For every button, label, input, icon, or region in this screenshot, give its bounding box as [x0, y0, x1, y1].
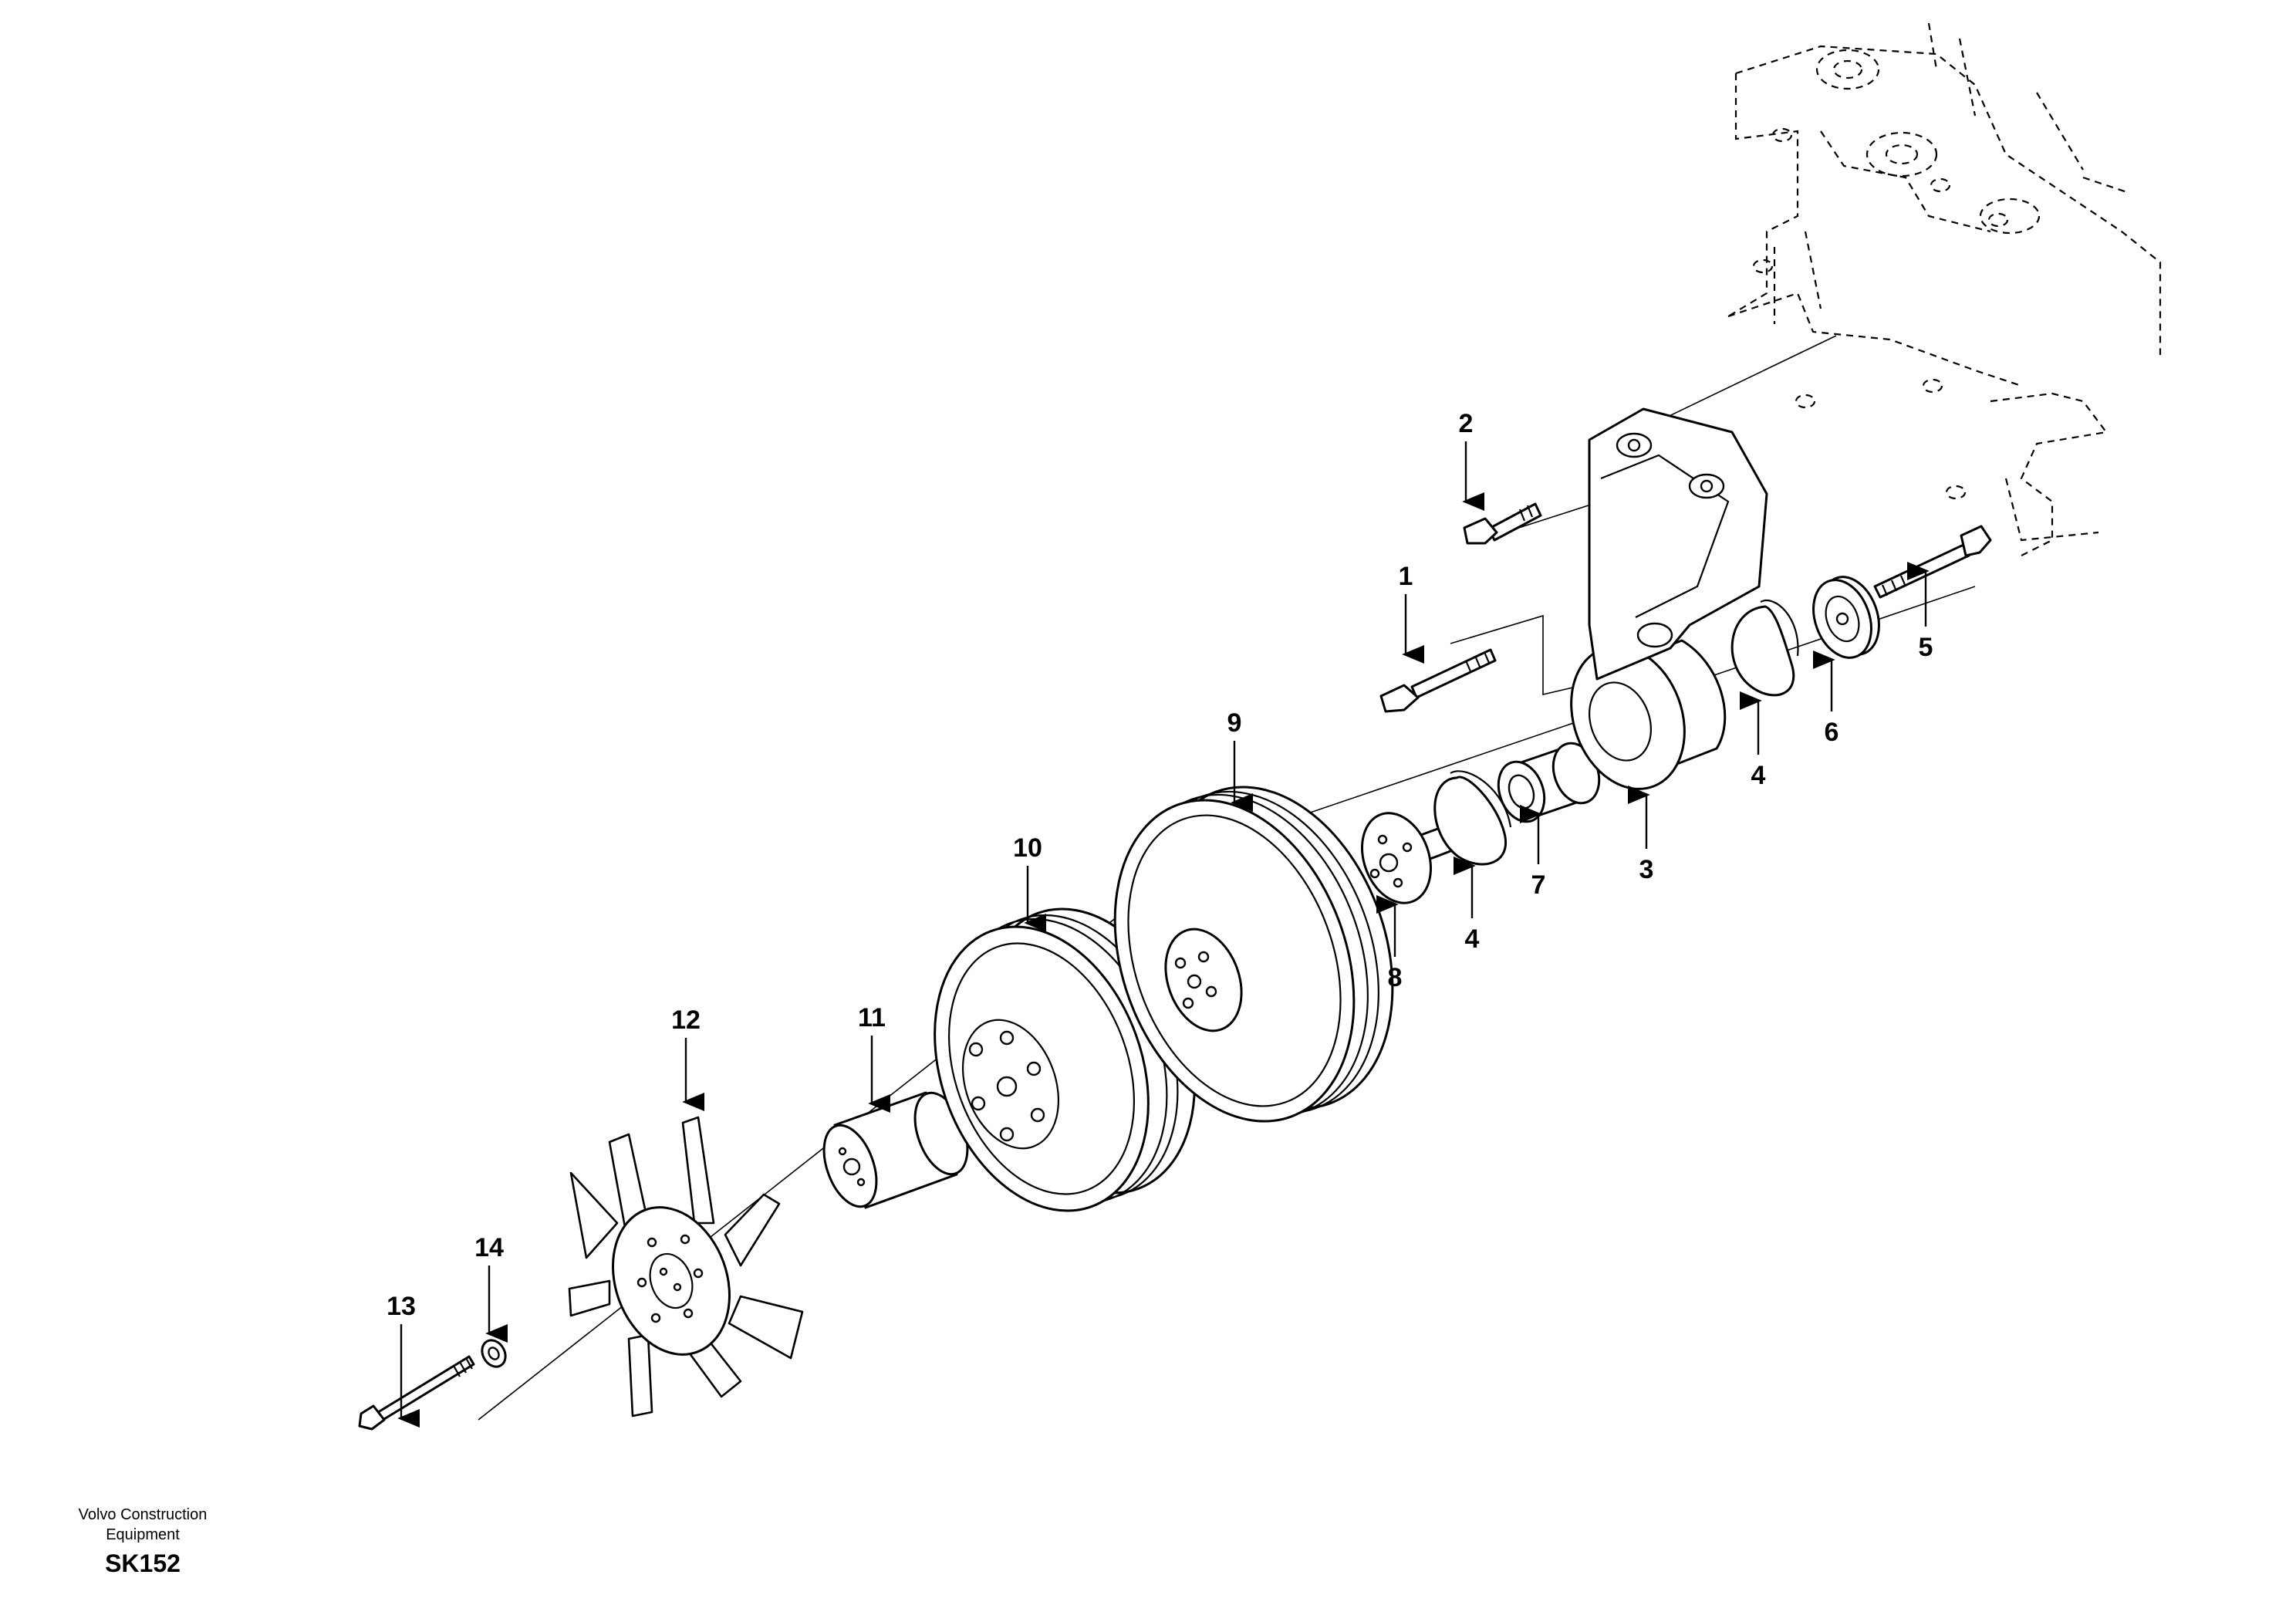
callout-8: 8 [1388, 963, 1403, 992]
bearing-6 [1812, 576, 1880, 659]
callout-2: 2 [1459, 409, 1474, 438]
callout-labels: 1 2 3 4 4 5 6 7 8 9 10 11 12 13 14 [387, 409, 1933, 1321]
bushing-7 [1497, 742, 1601, 823]
callout-10: 10 [1013, 833, 1042, 863]
callout-9: 9 [1227, 708, 1242, 738]
callout-4a: 4 [1465, 924, 1480, 954]
tensioner-bracket [1588, 407, 1768, 681]
callout-6: 6 [1825, 718, 1839, 747]
bolt-1 [1379, 648, 1497, 713]
callout-7: 7 [1531, 870, 1546, 900]
callout-13: 13 [387, 1292, 416, 1321]
callout-leaders [397, 441, 1930, 1428]
fan-12 [568, 1116, 804, 1418]
pulley-9 [1113, 786, 1394, 1123]
callout-14: 14 [474, 1233, 504, 1262]
footer-company-line2: Equipment [106, 1526, 180, 1543]
footer-drawing-code: SK152 [105, 1549, 181, 1577]
callout-5: 5 [1919, 633, 1933, 662]
tensioner-body-3 [1570, 639, 1727, 790]
callout-3: 3 [1639, 855, 1654, 884]
footer-company-name: Volvo Construction Equipment [46, 1505, 239, 1545]
washer-14 [481, 1339, 507, 1368]
bolt-13 [358, 1355, 475, 1431]
snap-ring-4b [1730, 600, 1799, 697]
callout-1: 1 [1399, 562, 1413, 591]
callout-12: 12 [671, 1005, 701, 1035]
bolt-2 [1463, 502, 1542, 545]
spacer-11 [822, 1091, 969, 1209]
footer-company-line1: Volvo Construction [78, 1506, 208, 1523]
callout-11: 11 [858, 1003, 886, 1032]
engine-block-phantom [1727, 22, 2162, 556]
callout-4b: 4 [1751, 761, 1766, 790]
snap-ring-4a [1433, 770, 1512, 866]
